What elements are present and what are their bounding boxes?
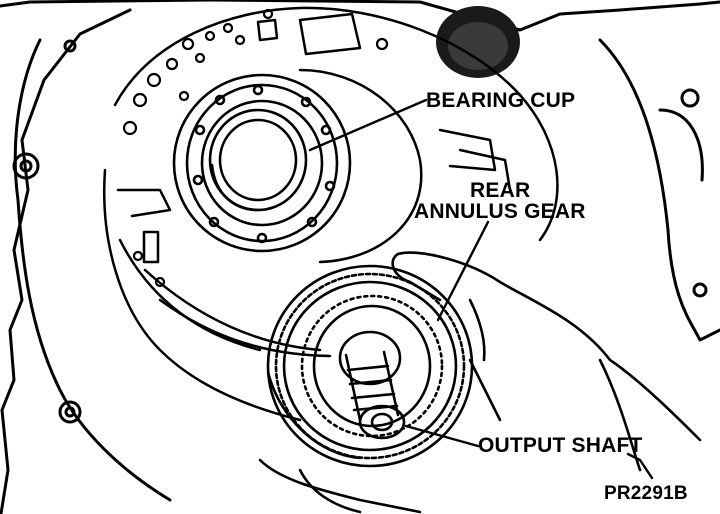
leader-lines [308, 98, 654, 480]
output-shaft-label: OUTPUT SHAFT [478, 434, 643, 457]
bearing-cup-leader [308, 98, 428, 152]
annulus-gear-label: ANNULUS GEAR [414, 200, 586, 223]
bearing-cup [172, 73, 352, 253]
rear-housing [103, 6, 559, 422]
rear-label: REAR [470, 179, 531, 202]
technician-hand [258, 251, 702, 514]
case-shadow [436, 6, 520, 78]
figure-reference: PR2291B [604, 483, 688, 504]
bearing-cup-label: BEARING CUP [426, 89, 576, 112]
rear-annulus-leader [436, 220, 490, 322]
output-shaft [344, 350, 406, 440]
bolt-holes [122, 8, 389, 288]
output-shaft-leader [404, 424, 480, 448]
figure-ref-leader [626, 452, 654, 480]
